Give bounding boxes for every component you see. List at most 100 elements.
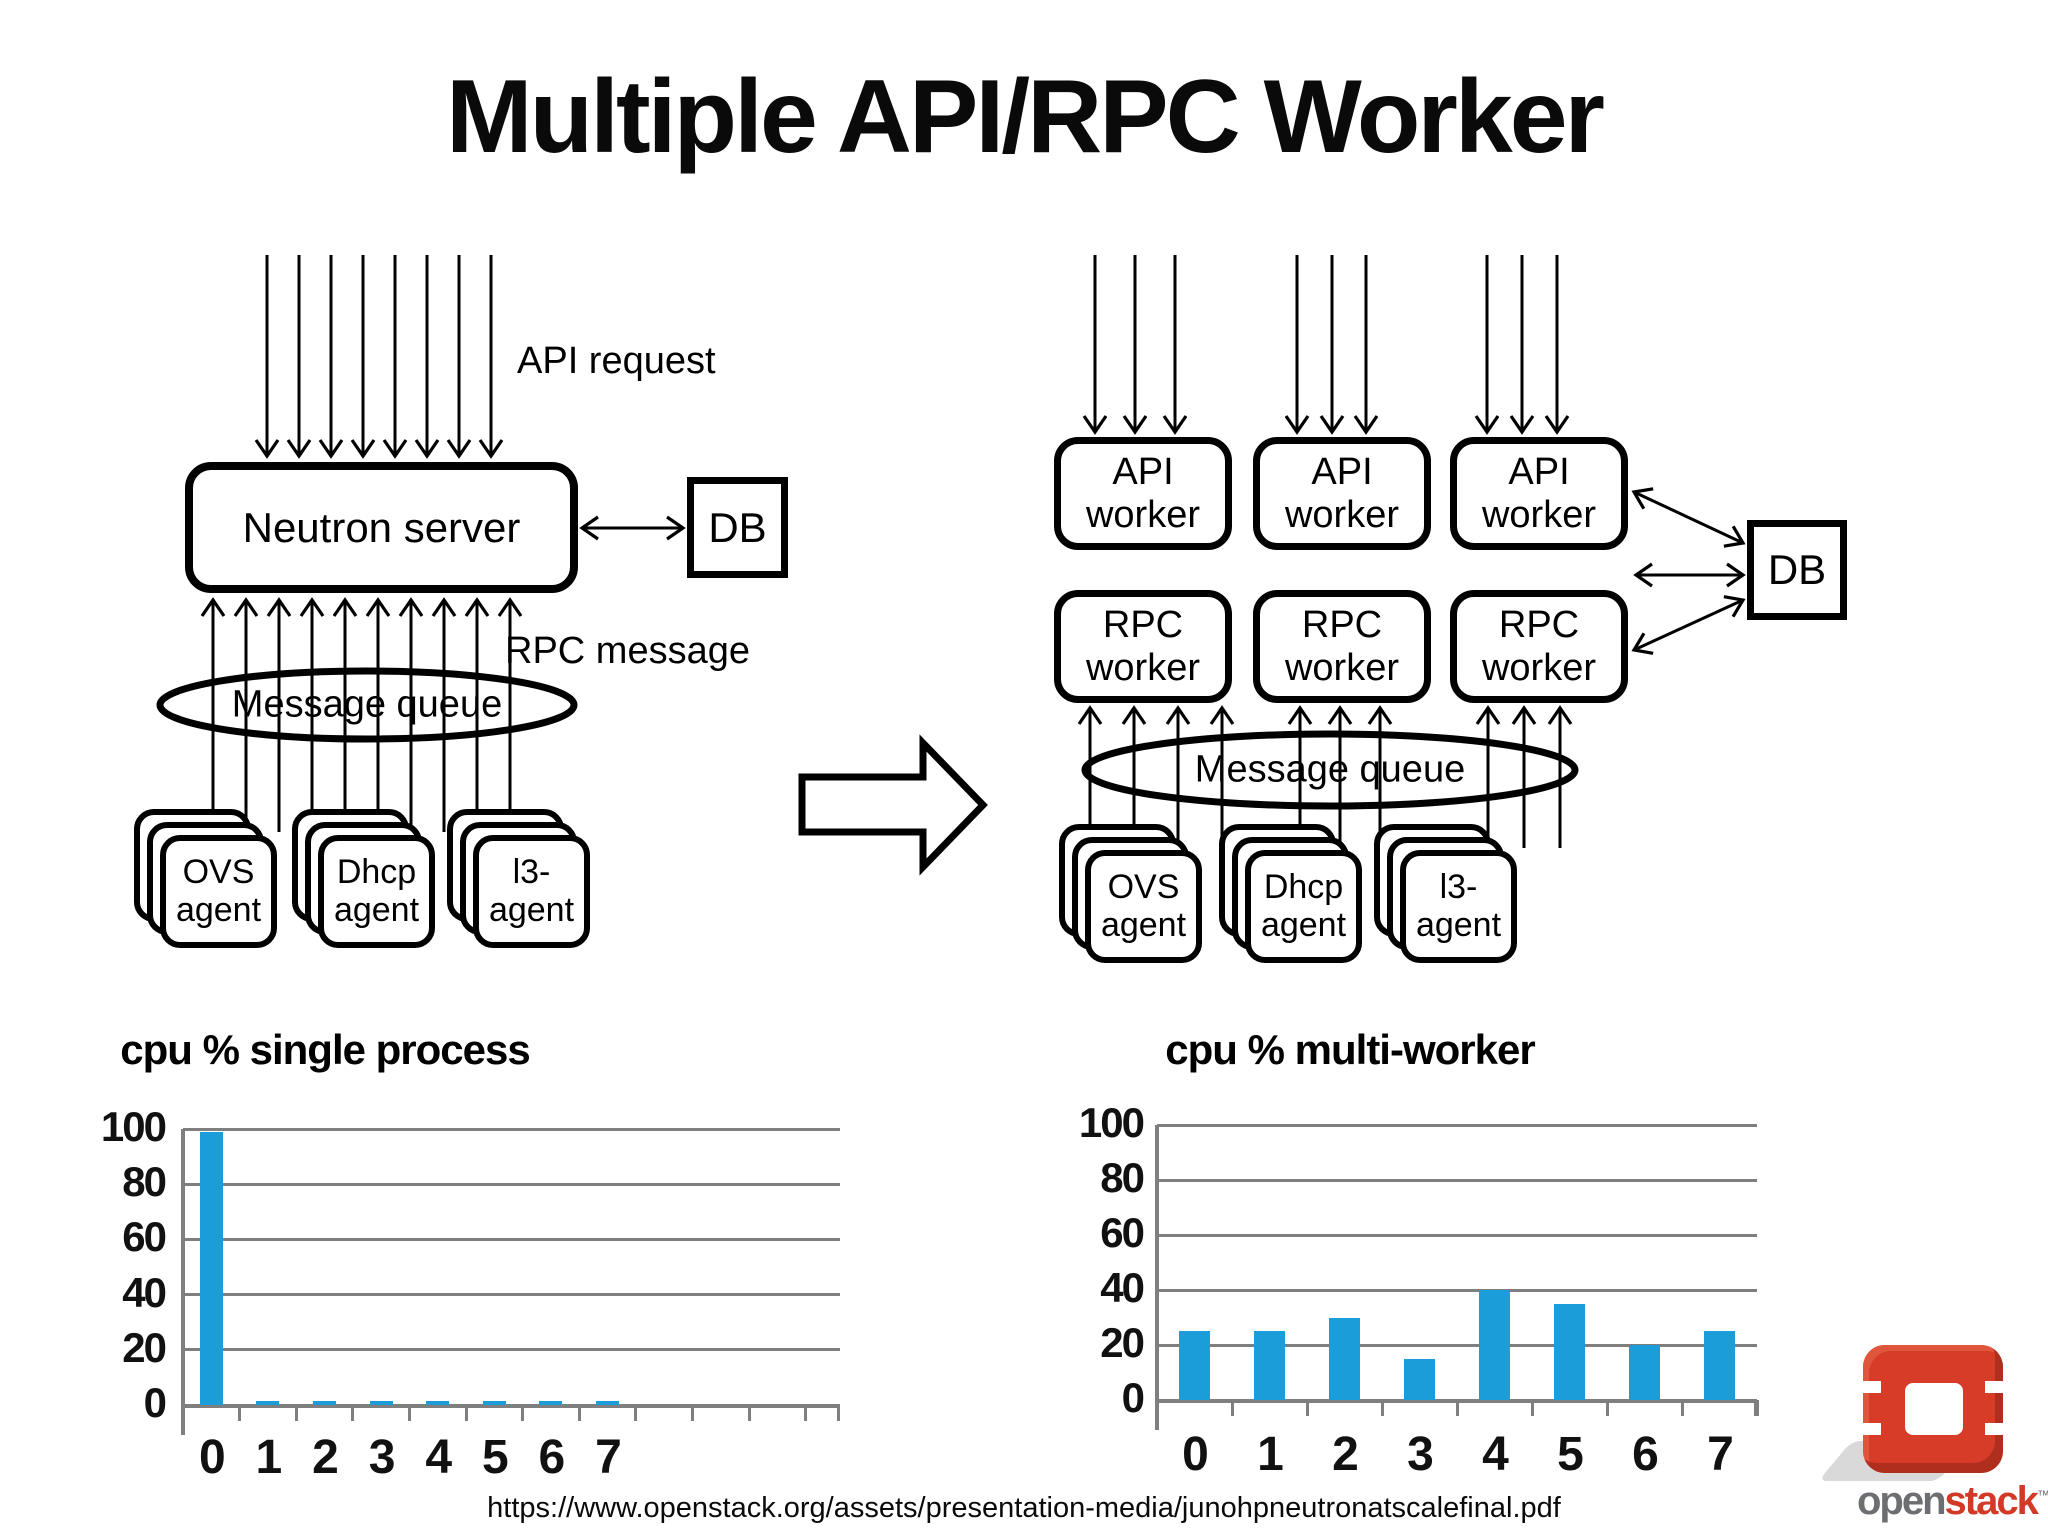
chart-gridline — [183, 1237, 840, 1241]
bar — [596, 1401, 619, 1405]
logo-notch — [1859, 1423, 1881, 1435]
rpc-worker-box-3: RPC worker — [1450, 590, 1628, 703]
rpc-db-arrow — [1631, 595, 1746, 655]
message-queue-label-right: Message queue — [1194, 748, 1466, 791]
x-axis-tick — [1455, 1400, 1459, 1416]
db-right-label: DB — [1767, 546, 1827, 593]
chart-gridline — [1157, 1288, 1757, 1292]
y-axis-line — [181, 1129, 185, 1435]
x-axis-tick-label: 1 — [1257, 1428, 1284, 1481]
x-axis-tick-label: 5 — [481, 1431, 509, 1484]
dhcp-agent-box-left: Dhcp agent — [318, 835, 435, 948]
y-axis-tick-label: 20 — [1100, 1319, 1145, 1366]
bar — [1179, 1331, 1210, 1400]
x-axis-tick — [577, 1405, 581, 1421]
rpc-worker-label: RPC worker — [1481, 603, 1597, 689]
x-axis-tick-label: 7 — [1707, 1428, 1734, 1481]
api-worker-box-1: API worker — [1054, 437, 1232, 550]
message-queue-label-left: Message queue — [231, 683, 503, 726]
chart-gridline — [1157, 1233, 1757, 1237]
x-axis-tick-label: 4 — [1482, 1428, 1509, 1481]
x-axis-tick — [634, 1405, 638, 1421]
openstack-wordmark: openstack™ — [1857, 1479, 2048, 1524]
bar — [482, 1401, 506, 1405]
x-axis-tick — [521, 1405, 525, 1421]
ovs-agent-box-left: OVS agent — [160, 835, 277, 948]
x-axis-tick-label: 1 — [255, 1431, 283, 1484]
x-axis-tick — [804, 1405, 808, 1421]
x-axis-tick — [407, 1405, 411, 1421]
x-axis-tick-label: 6 — [1632, 1428, 1659, 1481]
neutron-server-box: Neutron server — [185, 462, 578, 593]
x-axis-tick-label: 0 — [198, 1431, 226, 1484]
api-db-arrow — [1631, 487, 1746, 548]
y-axis-tick-label: 40 — [1100, 1264, 1145, 1311]
wordmark-open: open — [1857, 1479, 1947, 1523]
x-axis-tick — [747, 1405, 751, 1421]
l3-agent-box-right: l3-agent — [1400, 850, 1517, 963]
x-axis-tick-label: 3 — [1407, 1428, 1434, 1481]
x-axis-tick-label: 0 — [1182, 1428, 1209, 1481]
api-worker-box-3: API worker — [1450, 437, 1628, 550]
x-axis-tick-label: 4 — [425, 1431, 452, 1484]
source-url: https://www.openstack.org/assets/present… — [487, 1492, 1561, 1524]
x-axis-tick — [837, 1405, 840, 1421]
y-axis-tick-label: 100 — [100, 1103, 167, 1150]
bar — [1404, 1358, 1435, 1400]
y-axis-tick-label: 100 — [1078, 1099, 1145, 1146]
chart-gridline — [183, 1293, 840, 1297]
x-axis-tick — [1230, 1400, 1234, 1416]
rpc-worker-box-2: RPC worker — [1253, 590, 1431, 703]
rpc-message-label: RPC message — [505, 630, 750, 672]
y-axis-tick-label: 80 — [1100, 1154, 1145, 1201]
neutron-server-label: Neutron server — [242, 503, 521, 551]
chart-title-single-process: cpu % single process — [120, 1026, 530, 1073]
y-axis-tick-label: 40 — [122, 1268, 167, 1316]
ovs-agent-box-right: OVS agent — [1085, 850, 1202, 963]
transition-block-arrow — [798, 734, 988, 876]
message-queue-ellipse-left — [156, 667, 578, 743]
bar — [1329, 1317, 1360, 1400]
x-axis-tick — [1605, 1400, 1609, 1416]
l3-agent-box-left: l3-agent — [473, 835, 590, 948]
wordmark-tm: ™ — [2036, 1487, 2048, 1503]
logo-notch — [1985, 1423, 2007, 1435]
logo-notch — [1859, 1381, 1881, 1393]
bar — [313, 1401, 336, 1405]
logo-notch — [1985, 1381, 2007, 1393]
x-axis-tick — [238, 1405, 242, 1421]
x-axis-tick — [1305, 1400, 1309, 1416]
chart-gridline — [1157, 1343, 1757, 1347]
y-axis-tick-label: 60 — [122, 1213, 167, 1261]
chart-gridline — [1157, 1123, 1757, 1127]
y-axis-tick-label: 0 — [1121, 1374, 1145, 1421]
api-request-label: API request — [517, 340, 716, 382]
x-axis-tick — [294, 1405, 298, 1421]
x-axis-tick-label: 5 — [1557, 1428, 1584, 1481]
x-axis-tick — [464, 1405, 468, 1421]
api-worker-label: API worker — [1284, 450, 1400, 536]
chart-gridline — [1157, 1178, 1757, 1182]
x-axis-tick-label: 7 — [595, 1431, 622, 1484]
x-axis-tick — [1530, 1400, 1534, 1416]
chart-title-multi-worker: cpu % multi-worker — [1165, 1026, 1535, 1073]
x-axis-tick — [1755, 1400, 1759, 1416]
rpc-worker-label: RPC worker — [1284, 603, 1400, 689]
openstack-cube-icon — [1859, 1345, 2007, 1473]
api-worker-box-2: API worker — [1253, 437, 1431, 550]
bar — [1254, 1331, 1285, 1400]
bar — [426, 1401, 450, 1405]
chart-gridline — [183, 1127, 840, 1131]
x-axis-tick-label: 2 — [1332, 1428, 1359, 1481]
bar — [1629, 1345, 1660, 1400]
x-axis-tick — [351, 1405, 355, 1421]
chart-gridline — [183, 1348, 840, 1352]
bar — [369, 1401, 393, 1405]
chart-gridline — [183, 1182, 840, 1186]
x-axis-tick-label: 6 — [538, 1431, 566, 1484]
api-worker-label: API worker — [1481, 450, 1597, 536]
api-worker-label: API worker — [1085, 450, 1201, 536]
db-left-label: DB — [708, 503, 767, 551]
